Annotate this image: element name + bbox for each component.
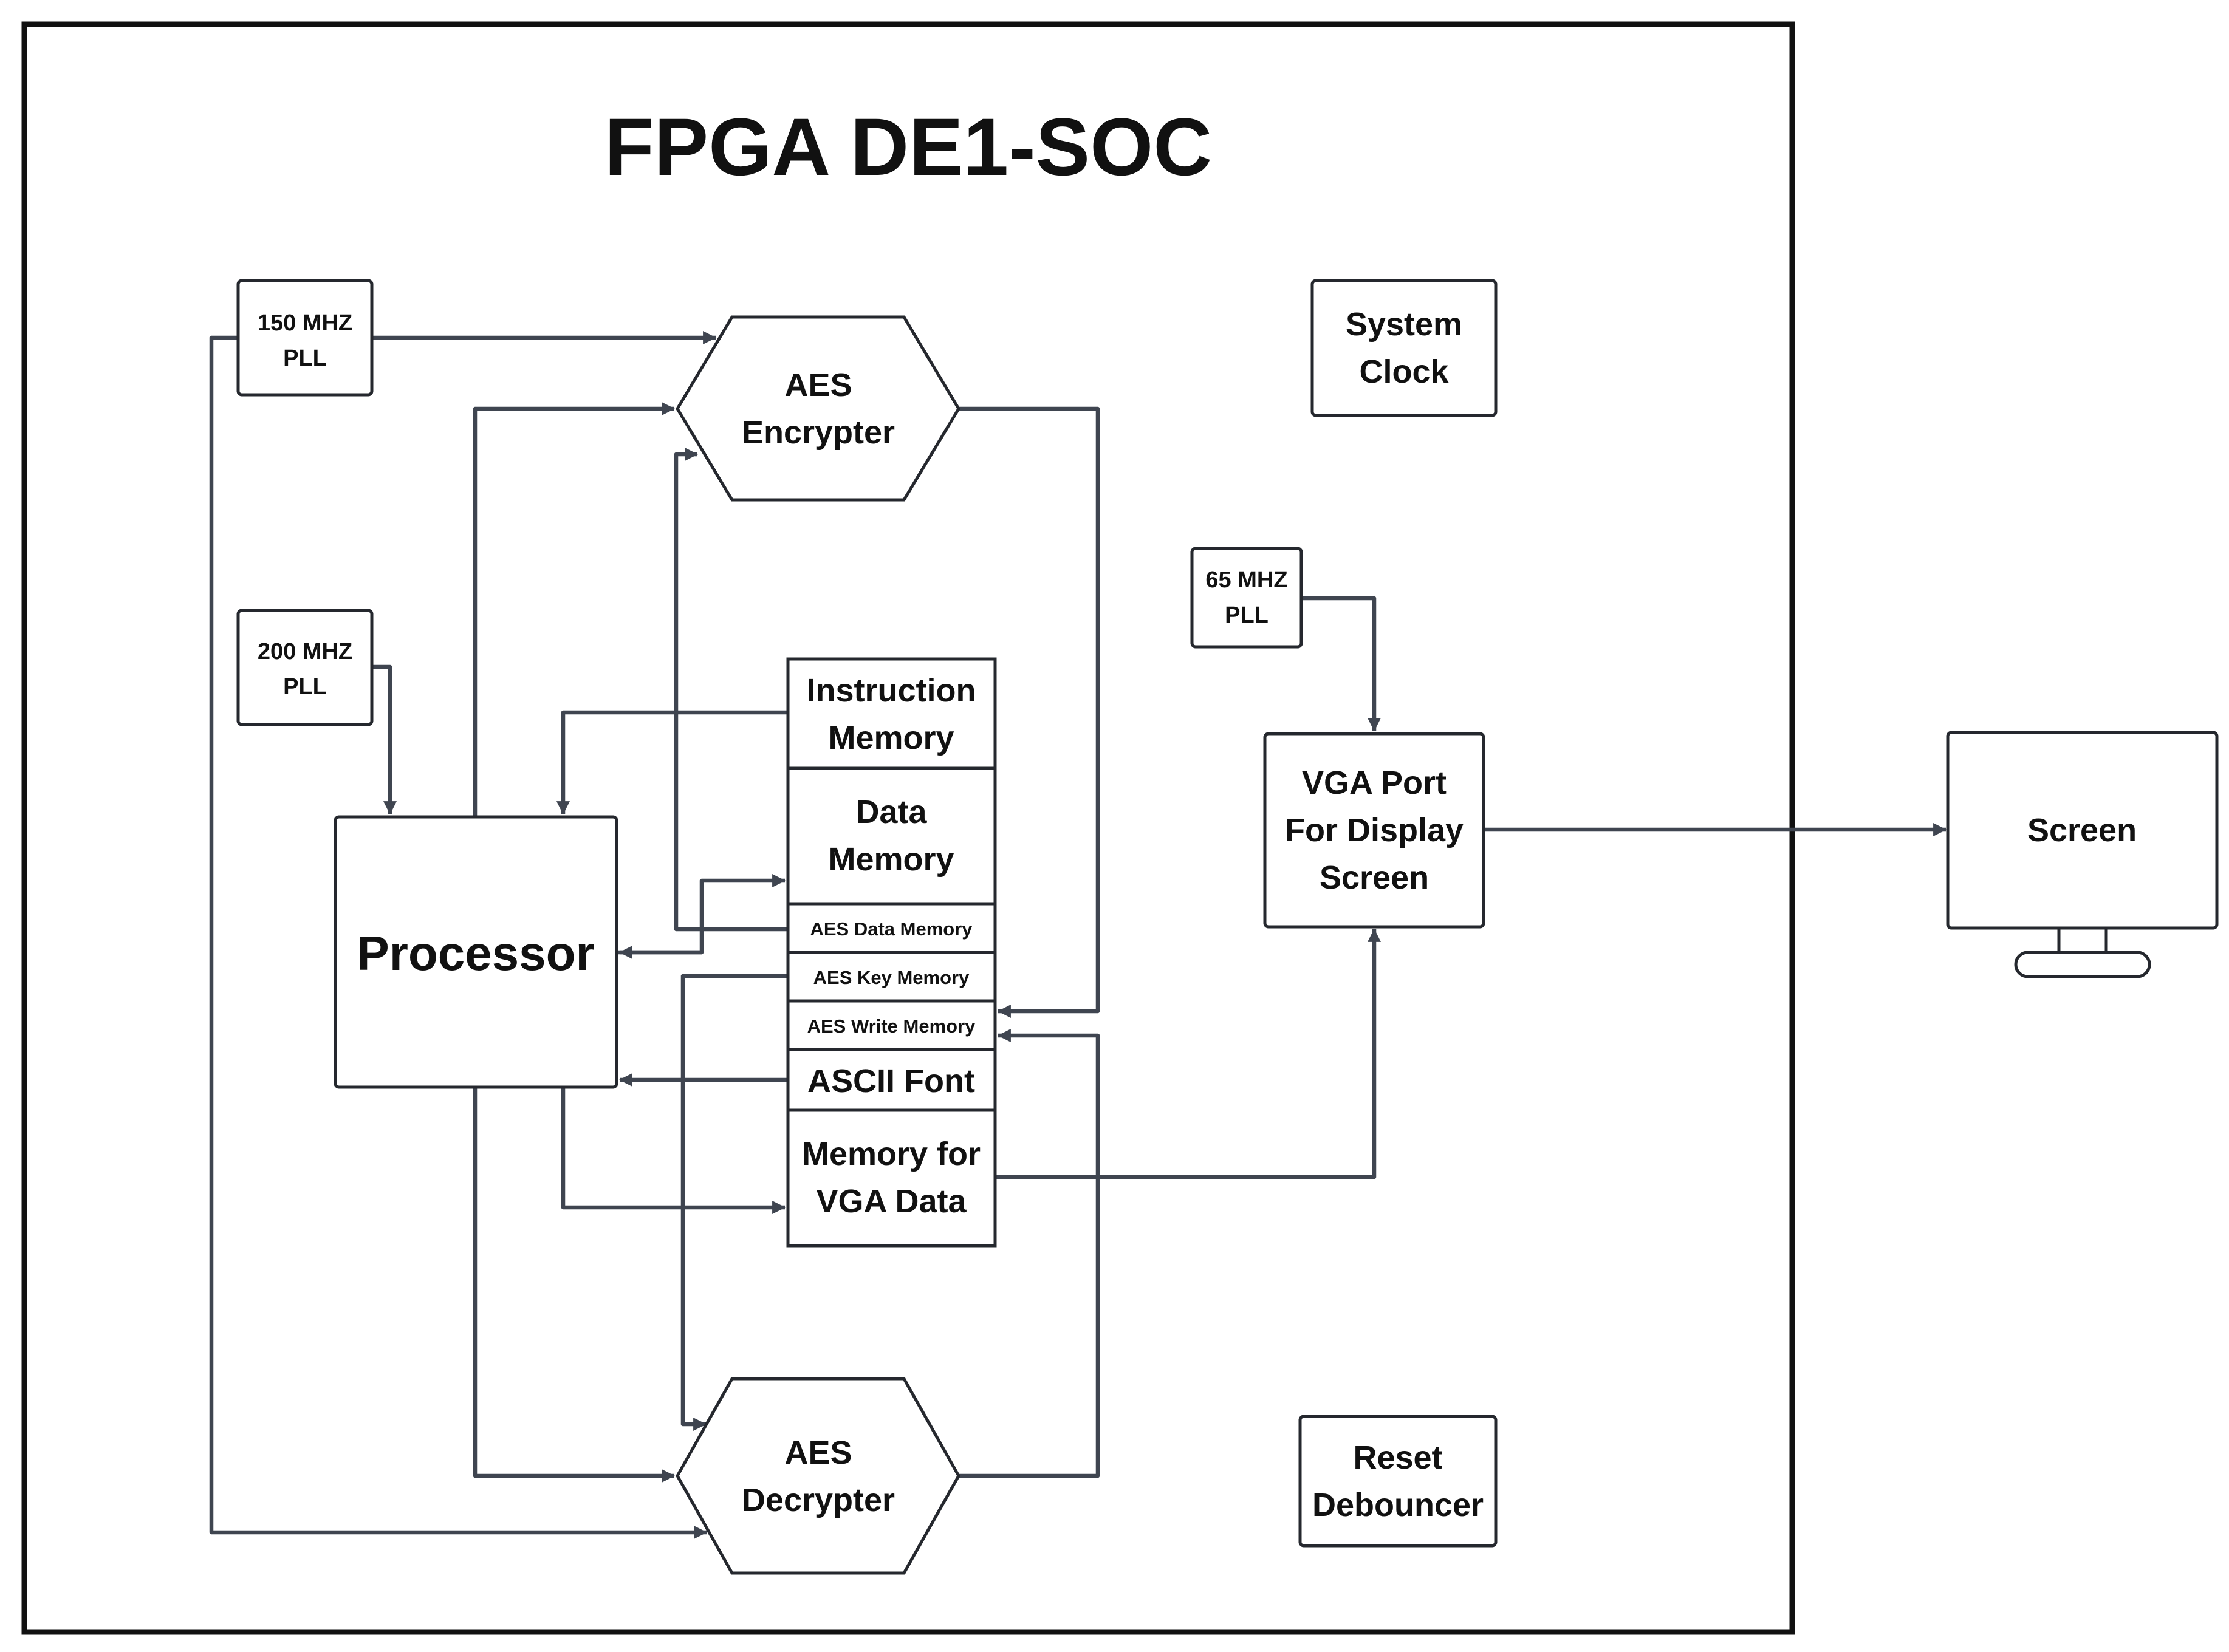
aes-data-memory-cell [786,902,997,954]
pll-150-label-line2: PLL [283,346,327,371]
aes-decrypter-label-line1: AES [784,1435,852,1471]
wire-aes-data-memory-to-encrypter [674,448,788,932]
pll-200-block: 200 MHZ PLL [236,609,374,726]
instruction-memory-label-line2: Memory [828,720,954,756]
ascii-font-label: ASCII Font [807,1063,975,1099]
screen-label: Screen [2027,812,2137,848]
reset-debouncer-label-line1: Reset [1353,1439,1442,1476]
aes-write-memory-label: AES Write Memory [807,1015,976,1037]
system-clock-label-line1: System [1346,306,1462,343]
wire-pll65-to-vga-port [1301,596,1381,732]
monitor-stand-neck [2057,926,2108,954]
wire-aes-key-memory-to-decrypter [680,974,788,1431]
vga-data-memory-label-line2: VGA Data [816,1183,967,1220]
aes-decrypter-label-line2: Decrypter [742,1482,895,1518]
aes-key-memory-cell [786,951,997,1003]
wire-processor-to-vga-memory [561,1087,786,1214]
instruction-memory-cell [786,657,997,770]
vga-port-label-line3: Screen [1320,859,1429,896]
instruction-memory-label-line1: Instruction [807,672,976,709]
pll-150-block: 150 MHZ PLL [236,279,374,397]
aes-encrypter-label-line1: AES [784,367,852,403]
aes-key-memory-label: AES Key Memory [813,967,970,988]
diagram-title: FPGA DE1-SOC [604,102,1212,193]
screen-block: Screen [1946,731,2219,978]
aes-encrypter-label-line2: Encrypter [742,414,895,451]
vga-port-label-line1: VGA Port [1302,765,1447,801]
pll-65-label-line1: 65 MHZ [1205,567,1287,593]
pll-150-label-line1: 150 MHZ [258,310,352,336]
reset-debouncer-block: Reset Debouncer [1298,1415,1498,1548]
pll-200-label-line2: PLL [283,674,327,700]
wire-processor-to-encrypter [473,402,676,817]
data-memory-label-line2: Memory [828,841,954,878]
pll-200-label-line1: 200 MHZ [258,639,352,664]
pll-65-block: 65 MHZ PLL [1190,547,1303,649]
aes-data-memory-label: AES Data Memory [810,918,973,940]
vga-port-block: VGA Port For Display Screen [1263,732,1485,929]
wire-encrypter-to-aes-write-memory [957,406,1100,1018]
processor-block: Processor [334,815,618,1089]
wire-decrypter-to-aes-write-memory [957,1029,1100,1478]
memory-stack: Instruction Memory Data Memory AES Data … [786,657,997,1248]
wire-processor-to-data-memory [618,874,786,955]
pll-65-label-line2: PLL [1225,602,1269,628]
wire-vga-memory-to-vga-port [995,928,1381,1179]
connections [209,331,1947,1539]
system-clock-label-line2: Clock [1359,353,1449,390]
aes-encrypter-block: AES Encrypter [676,315,960,502]
wire-pll200-to-processor [372,664,397,815]
data-memory-cell [786,766,997,906]
system-clock-block: System Clock [1310,279,1498,417]
vga-data-memory-label-line1: Memory for [802,1136,981,1172]
wire-pll150-to-decrypter [209,335,708,1539]
wire-instruction-memory-to-processor [556,710,788,815]
data-memory-label-line1: Data [855,794,927,830]
monitor-stand-base [2014,951,2151,978]
aes-decrypter-block: AES Decrypter [676,1377,960,1575]
vga-port-label-line2: For Display [1285,812,1464,848]
wire-processor-to-decrypter [473,1087,676,1483]
aes-write-memory-cell [786,999,997,1051]
processor-label: Processor [357,926,594,980]
vga-data-memory-cell [786,1108,997,1248]
reset-debouncer-label-line2: Debouncer [1312,1487,1484,1523]
